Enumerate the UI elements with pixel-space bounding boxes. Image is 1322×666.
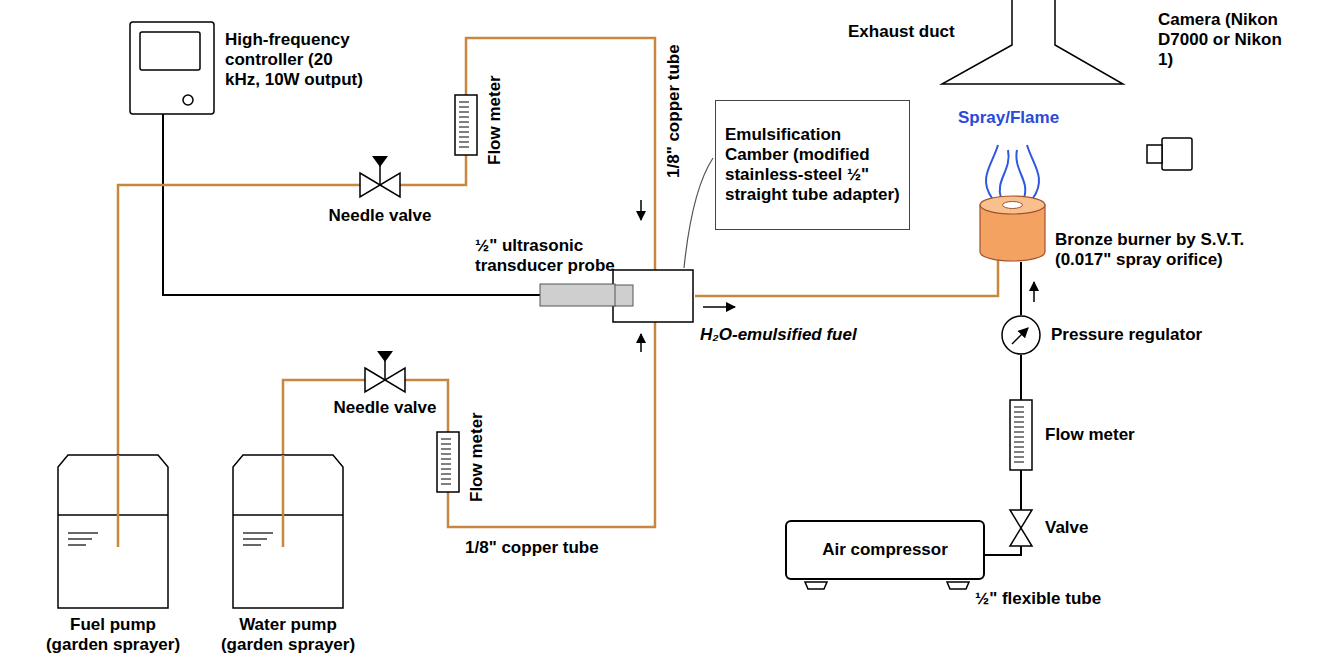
flow-meter-svg — [1010, 400, 1032, 470]
node-label: Camera (Nikon D7000 or Nikon 1) — [1158, 10, 1298, 70]
fuel-pump-svg — [58, 455, 168, 608]
node-label: Flow meter — [485, 75, 505, 165]
water-pump: Water pump (garden sprayer) — [233, 455, 343, 608]
pressure-regulator-shape — [1002, 316, 1040, 354]
controller-monitor-shape — [130, 22, 214, 114]
pipe-connector — [283, 380, 365, 455]
controller-monitor-svg — [130, 22, 214, 114]
needle-valve-svg — [360, 170, 400, 200]
node-label: Needle valve — [323, 398, 447, 418]
pipe-connector — [1020, 355, 1022, 400]
fuel-label: H₂O-emulsified fuel — [700, 325, 857, 345]
exhaust-hood: Exhaust duct — [940, 0, 1125, 85]
flow-meter: Flow meter — [437, 432, 459, 492]
node-label: Water pump (garden sprayer) — [213, 615, 363, 655]
transducer-probe-svg — [540, 284, 615, 306]
node-label: Exhaust duct — [848, 22, 973, 42]
pipe-connector — [400, 155, 466, 185]
node-label: Flow meter — [1045, 425, 1165, 445]
fuel-pump: Fuel pump (garden sprayer) — [58, 455, 168, 608]
flow-meter: Flow meter — [1010, 400, 1032, 470]
leader-line — [684, 158, 713, 268]
node-label: High-frequency controller (20 kHz, 10W o… — [225, 30, 365, 90]
flow-meter-shape — [1010, 400, 1032, 470]
needle-valve-shape — [365, 351, 405, 392]
water-pump-shape — [233, 455, 343, 608]
node-label: Needle valve — [318, 206, 442, 226]
node-label: ½" ultrasonic transducer probe — [475, 236, 625, 276]
exhaust-hood-svg — [940, 0, 1125, 85]
node-label: Bronze burner by S.V.T. (0.017" spray or… — [1055, 230, 1305, 270]
pipe-connector — [118, 185, 360, 455]
node-label: Valve — [1045, 518, 1125, 538]
flow-meter: Flow meter — [455, 95, 477, 155]
exhaust-hood-shape — [942, 0, 1123, 84]
needle-valve-svg — [365, 365, 405, 395]
copper-pipe — [448, 38, 998, 527]
probe-tip — [613, 285, 633, 306]
node-label: Emulsification Camber (modified stainles… — [725, 125, 900, 205]
burner-svg — [980, 195, 1045, 262]
callout-box: Emulsification Camber (modified stainles… — [715, 100, 910, 230]
transducer-probe-shape — [540, 284, 615, 306]
valve-svg — [1010, 510, 1032, 546]
transducer-probe: ½" ultrasonic transducer probe — [540, 284, 615, 306]
water-pump-svg — [233, 455, 343, 608]
burner-shape — [980, 196, 1045, 261]
tube-label: 1/8" copper tube — [465, 538, 599, 558]
air-compressor-shape — [805, 582, 969, 589]
controller-monitor: High-frequency controller (20 kHz, 10W o… — [130, 22, 214, 114]
pressure-regulator-svg — [1001, 315, 1041, 355]
flow-meter-shape — [437, 432, 459, 492]
node-label: Pressure regulator — [1051, 325, 1231, 345]
burner: Bronze burner by S.V.T. (0.017" spray or… — [980, 195, 1045, 262]
flow-meter-svg — [437, 432, 459, 492]
valve-shape — [1010, 510, 1032, 546]
camera-icon-svg — [1147, 138, 1192, 170]
pipe-connector — [1020, 262, 1022, 315]
valve: Valve — [1010, 510, 1032, 546]
spray-flame-label: Spray/Flame — [958, 108, 1059, 128]
pressure-regulator: Pressure regulator — [1001, 315, 1041, 355]
node-label: Flow meter — [467, 412, 487, 502]
flow-meter-shape — [455, 95, 477, 155]
node-label: Air compressor — [822, 540, 948, 560]
pipe-connector — [1020, 470, 1022, 510]
fuel-pump-shape — [58, 455, 168, 608]
flame — [986, 145, 1039, 198]
needle-valve: Needle valve — [360, 170, 400, 200]
tube-label: ½" flexible tube — [975, 589, 1101, 609]
needle-valve: Needle valve — [365, 365, 405, 395]
needle-valve-shape — [360, 156, 400, 197]
emulsification-chamber — [613, 270, 693, 322]
tube-label: 1/8" copper tube — [664, 44, 684, 178]
camera-icon-shape — [1147, 138, 1192, 170]
pipe-connector — [985, 546, 1021, 555]
flow-meter-svg — [455, 95, 477, 155]
air-compressor: Air compressor — [785, 520, 985, 580]
node-label: Fuel pump (garden sprayer) — [38, 615, 188, 655]
camera-icon: Camera (Nikon D7000 or Nikon 1) — [1147, 138, 1192, 170]
